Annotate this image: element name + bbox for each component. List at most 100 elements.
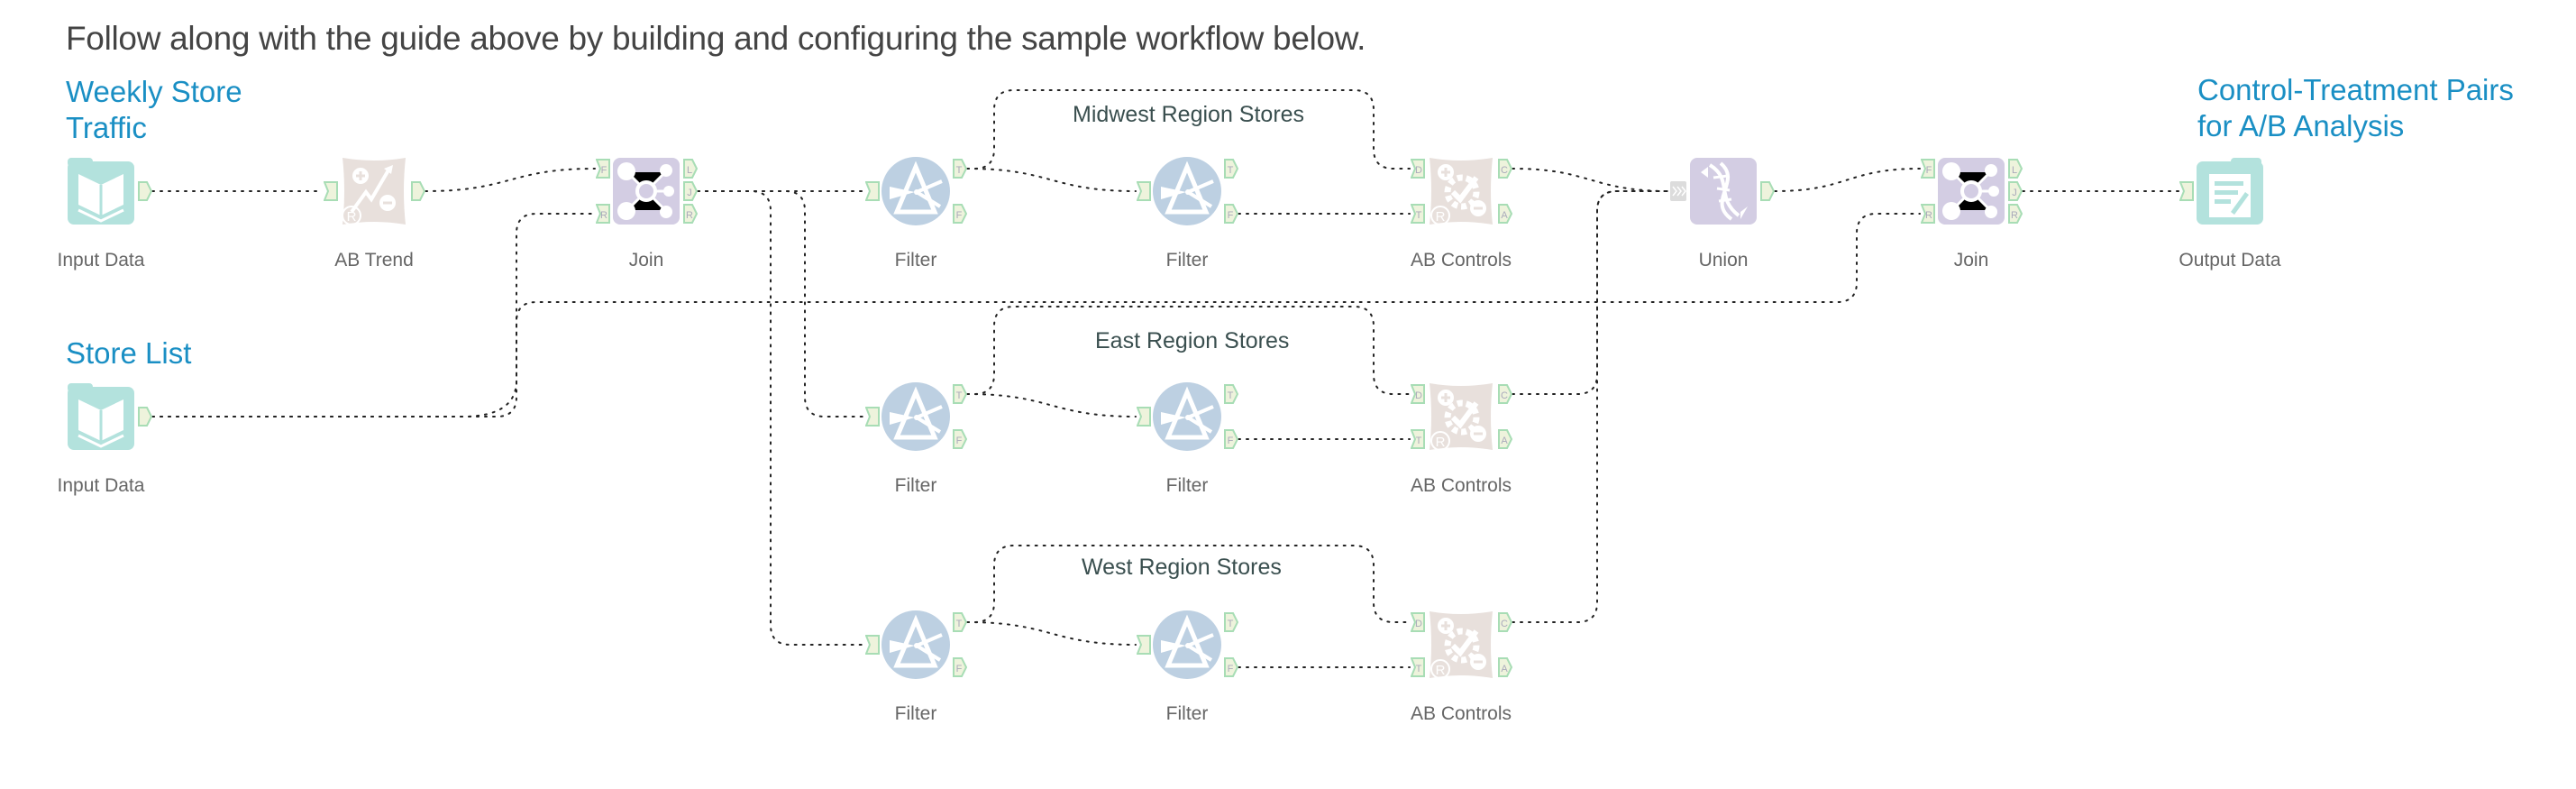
tool-node-abc_e[interactable]: R xyxy=(1426,381,1496,452)
tool-node-output[interactable] xyxy=(2195,156,2265,226)
output-anchor-f[interactable]: F xyxy=(1224,204,1238,224)
connection-filter_w1-to-abc_w[interactable] xyxy=(966,545,1411,623)
output-anchor-r[interactable]: R xyxy=(2008,204,2023,224)
svg-text:A: A xyxy=(1501,664,1508,674)
connection-filter_e1-to-filter_e2[interactable] xyxy=(966,393,1137,417)
annotation-weekly-store-traffic: Weekly Store Traffic xyxy=(66,75,242,144)
ab-controls-gear-check-icon: R xyxy=(1430,611,1493,679)
input-anchor-t[interactable]: T xyxy=(1411,204,1425,224)
union-dna-icon xyxy=(1690,158,1757,225)
output-anchor[interactable] xyxy=(411,181,425,201)
connection-abc_e-to-union[interactable] xyxy=(1512,190,1670,395)
connection-input2-to-join2[interactable] xyxy=(151,213,1921,417)
output-anchor-j[interactable]: J xyxy=(683,181,698,201)
svg-text:A: A xyxy=(1501,436,1508,446)
tool-node-filter_mw1[interactable] xyxy=(881,156,951,226)
tool-node-filter_e2[interactable] xyxy=(1152,381,1222,452)
annotation-output: Control-Treatment Pairs for A/B Analysis xyxy=(2197,73,2514,142)
input-anchor[interactable] xyxy=(1137,407,1151,427)
output-anchor-j[interactable]: J xyxy=(2008,181,2023,201)
output-anchor[interactable] xyxy=(138,407,152,427)
output-anchor-c[interactable]: C xyxy=(1498,612,1512,632)
connection-union-to-join2[interactable] xyxy=(1774,168,1921,192)
tool-node-abtrend[interactable]: R xyxy=(339,156,409,226)
tool-node-input2[interactable] xyxy=(66,381,136,452)
output-anchor-c[interactable]: C xyxy=(1498,384,1512,404)
tool-label: Join xyxy=(628,250,664,271)
output-anchor-r[interactable]: R xyxy=(683,204,698,224)
tool-label: Filter xyxy=(1165,475,1209,496)
join-network-icon xyxy=(613,158,680,225)
input-anchor-d[interactable]: D xyxy=(1411,612,1425,632)
output-anchor-f[interactable]: F xyxy=(953,429,967,449)
output-anchor-f[interactable]: F xyxy=(1224,657,1238,677)
output-anchor-l[interactable]: L xyxy=(2008,159,2023,179)
connection-input2-to-join1[interactable] xyxy=(151,213,596,417)
input-anchor[interactable] xyxy=(1137,635,1151,655)
input-anchor[interactable] xyxy=(1137,181,1151,201)
output-anchor-t[interactable]: T xyxy=(953,159,967,179)
input-anchor-t[interactable]: T xyxy=(1411,657,1425,677)
output-anchor-a[interactable]: A xyxy=(1498,657,1512,677)
tool-node-filter_w1[interactable] xyxy=(881,610,951,680)
input-anchor[interactable] xyxy=(865,181,880,201)
svg-text:D: D xyxy=(1415,619,1422,629)
output-anchor-f[interactable]: F xyxy=(953,657,967,677)
connection-filter_w1-to-filter_w2[interactable] xyxy=(966,621,1137,646)
output-anchor-t[interactable]: T xyxy=(1224,612,1238,632)
svg-text:R: R xyxy=(2011,210,2018,221)
svg-text:F: F xyxy=(956,210,963,221)
output-anchor-t[interactable]: T xyxy=(953,384,967,404)
output-anchor-f[interactable]: F xyxy=(953,204,967,224)
input-anchor-multi[interactable] xyxy=(1670,181,1686,201)
connection-abc_w-to-union[interactable] xyxy=(1512,190,1670,623)
svg-text:J: J xyxy=(687,188,692,198)
input-anchor[interactable] xyxy=(865,635,880,655)
group-label-west: West Region Stores xyxy=(1082,555,1282,580)
connection-abtrend-to-join1[interactable] xyxy=(425,168,596,192)
input-anchor[interactable] xyxy=(324,181,338,201)
output-anchor-l[interactable]: L xyxy=(683,159,698,179)
input-anchor-t[interactable]: T xyxy=(1411,429,1425,449)
svg-text:D: D xyxy=(1415,165,1422,176)
output-anchor-t[interactable]: T xyxy=(1224,384,1238,404)
tool-node-filter_mw2[interactable] xyxy=(1152,156,1222,226)
tool-node-filter_e1[interactable] xyxy=(881,381,951,452)
input-anchor-d[interactable]: D xyxy=(1411,384,1425,404)
connection-abc_mw-to-union[interactable] xyxy=(1512,168,1670,192)
tool-node-join1[interactable] xyxy=(611,156,681,226)
svg-text:F: F xyxy=(1228,436,1234,446)
annotation-store-list: Store List xyxy=(66,336,192,370)
output-anchor[interactable] xyxy=(138,181,152,201)
output-anchor-a[interactable]: A xyxy=(1498,429,1512,449)
connection-filter_mw1-to-filter_mw2[interactable] xyxy=(966,168,1137,192)
input-anchor-r[interactable]: R xyxy=(596,204,610,224)
input-anchor[interactable] xyxy=(865,407,880,427)
tool-node-abc_mw[interactable]: R xyxy=(1426,156,1496,226)
tool-node-filter_w2[interactable] xyxy=(1152,610,1222,680)
input-anchor-r[interactable]: R xyxy=(1921,204,1935,224)
output-anchor-t[interactable]: T xyxy=(953,612,967,632)
tool-label: AB Controls xyxy=(1410,703,1512,724)
join-network-icon xyxy=(1938,158,2005,225)
output-anchor-c[interactable]: C xyxy=(1498,159,1512,179)
connection-join1-to-filter_w1[interactable] xyxy=(697,190,865,646)
input-anchor-f[interactable]: F xyxy=(596,159,610,179)
output-anchor-a[interactable]: A xyxy=(1498,204,1512,224)
svg-text:L: L xyxy=(687,165,692,176)
tool-node-join2[interactable] xyxy=(1936,156,2006,226)
input-anchor[interactable] xyxy=(2179,181,2194,201)
output-anchor[interactable] xyxy=(1760,181,1775,201)
tool-node-union[interactable] xyxy=(1688,156,1758,226)
input-anchor-f[interactable]: F xyxy=(1921,159,1935,179)
tool-node-abc_w[interactable]: R xyxy=(1426,610,1496,680)
output-data-document-icon xyxy=(2197,158,2263,225)
output-anchor-t[interactable]: T xyxy=(1224,159,1238,179)
connection-join1-to-filter_e1[interactable] xyxy=(697,190,865,417)
input-anchor-d[interactable]: D xyxy=(1411,159,1425,179)
tool-label: AB Controls xyxy=(1410,475,1512,496)
group-label-east: East Region Stores xyxy=(1095,328,1290,353)
tool-node-input1[interactable] xyxy=(66,156,136,226)
output-anchor-f[interactable]: F xyxy=(1224,429,1238,449)
